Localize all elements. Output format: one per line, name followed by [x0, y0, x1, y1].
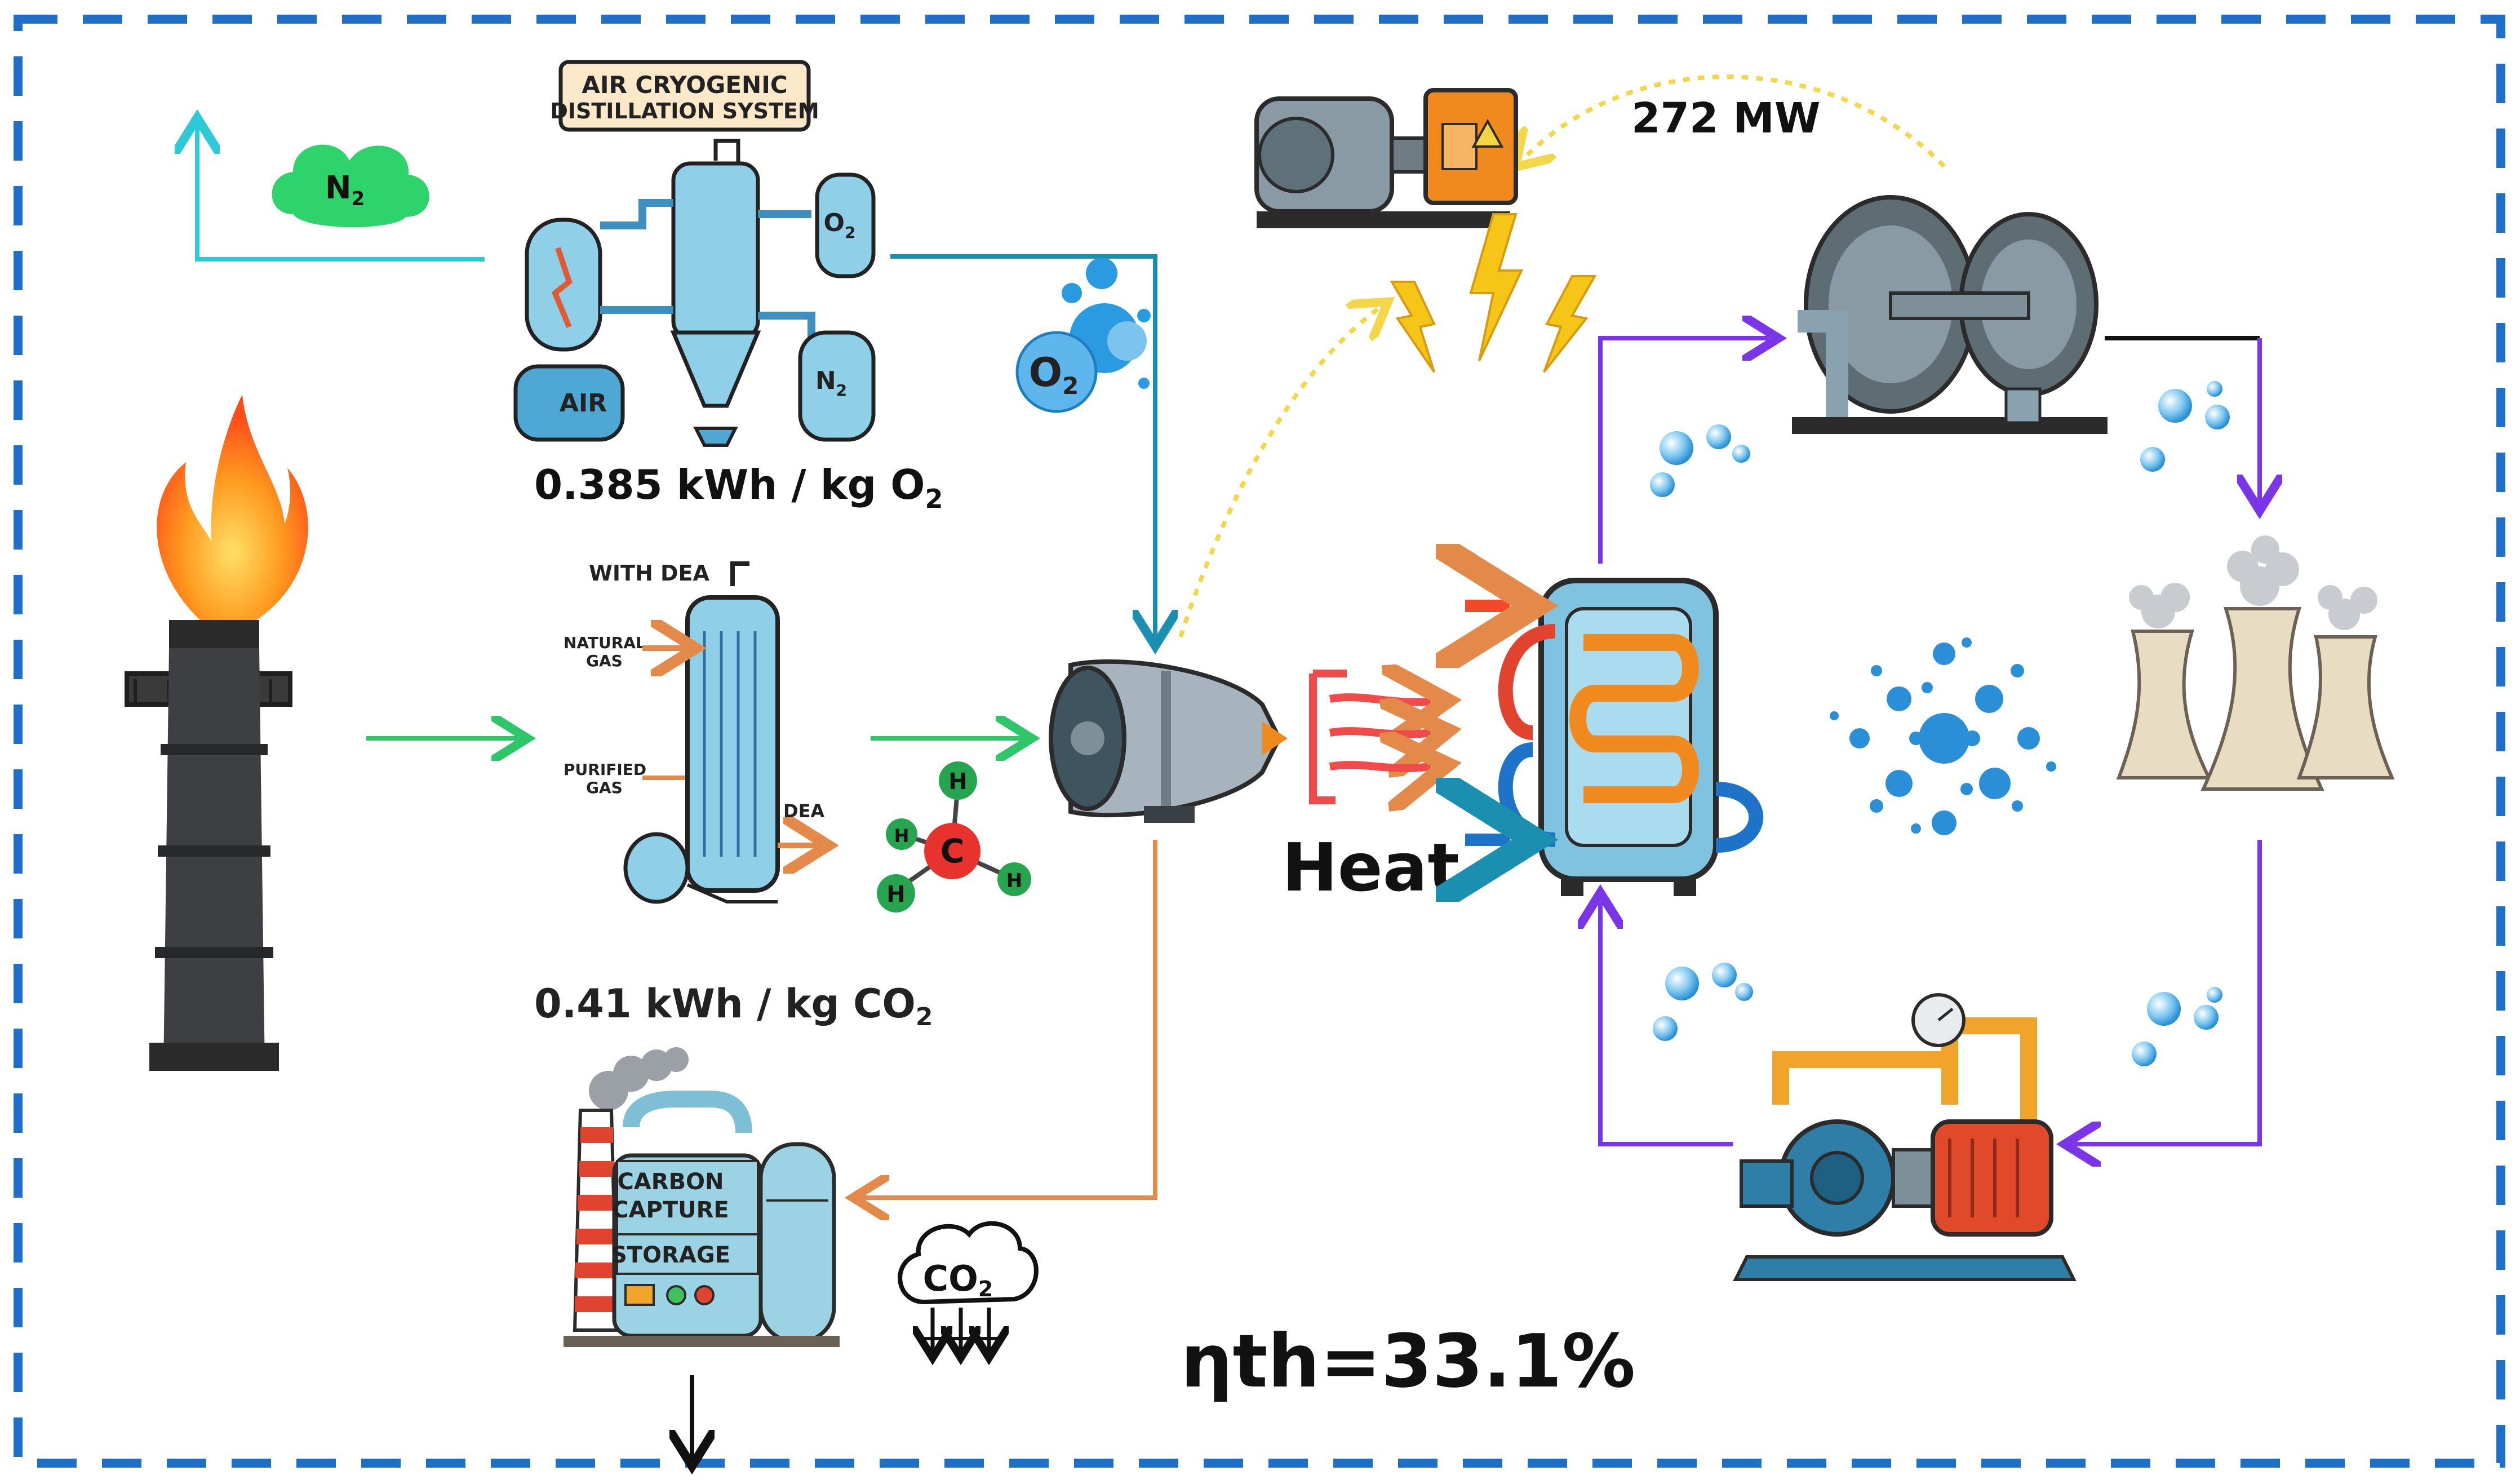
steam-turbine-icon	[1792, 195, 2108, 434]
steam-turbine-power-arrow	[1521, 74, 1946, 166]
condenser-to-pump-arrow	[2074, 840, 2262, 1144]
heat-arrows-icon	[1309, 674, 1431, 800]
methane-c: C	[940, 832, 965, 870]
dea-title: WITH DEA	[589, 561, 710, 586]
heat-label: Heat	[1282, 829, 1459, 906]
n2-cloud-label: N2	[325, 170, 365, 210]
pump-to-hrsg-arrow	[1600, 902, 1733, 1146]
dea-absorber-icon: WITH DEA NATURAL GAS PURIFIED GAS DEA	[564, 561, 824, 904]
steam-particles-icon	[1830, 637, 2056, 835]
heat-exchanger-icon	[1465, 581, 1764, 896]
dea-natural-gas-line1: NATURAL	[564, 634, 646, 652]
o2-bubbles-icon: O2	[1015, 258, 1151, 413]
generator-icon	[1254, 88, 1518, 228]
methane-h-left: H	[894, 825, 909, 847]
air-separation-unit-icon: AIR CRYOGENIC DISTILLATION SYSTEM AIR O2…	[513, 60, 876, 447]
air-system-title-line1: AIR CRYOGENIC	[582, 71, 787, 99]
n2-tank-label: N2	[815, 366, 847, 400]
water-molecule-icon-4	[2132, 987, 2222, 1066]
air-system-title-line2: DISTILLATION SYSTEM	[550, 99, 819, 123]
water-molecule-icon-2	[2140, 381, 2230, 472]
gas-turbine-icon	[1049, 659, 1288, 823]
dea-purified-gas-line2: GAS	[586, 778, 623, 797]
air-unit-label: AIR	[560, 389, 607, 418]
cooling-towers-icon	[2116, 535, 2395, 791]
water-molecule-icon-3	[1653, 963, 1753, 1041]
dea-energy-label: 0.41 kWh / kg CO2	[534, 981, 933, 1031]
o2-tank-label: O2	[824, 209, 856, 242]
co2-icon-text: CO2	[923, 1258, 993, 1301]
dea-out-label: DEA	[783, 800, 824, 822]
gas-turbine-power-arrow	[1178, 307, 1381, 638]
methane-h-right: H	[1006, 870, 1022, 892]
lightning-bolts-icon	[1390, 213, 1597, 373]
methane-h-bottom: H	[886, 881, 905, 907]
o2-bubble-label: O2	[1029, 349, 1079, 400]
dea-purified-gas-line1: PURIFIED	[564, 760, 646, 779]
methane-h-top: H	[948, 769, 967, 795]
n2-release-arrow	[197, 127, 485, 262]
air-separation-energy-label: 0.385 kWh / kg O2	[534, 461, 943, 514]
power-output-label: 272 MW	[1631, 94, 1821, 143]
steam-to-turbine-arrow	[1598, 338, 1769, 564]
methane-molecule-icon: H H H H C	[877, 761, 1031, 912]
ccs-line1: CARBON	[617, 1169, 724, 1195]
o2-supply-arrow	[890, 254, 1155, 637]
carbon-capture-storage-icon: CARBON CAPTURE STORAGE	[564, 1047, 840, 1347]
dea-natural-gas-line2: GAS	[586, 652, 623, 670]
water-molecule-icon-1	[1650, 424, 1750, 497]
ccs-line3: STORAGE	[611, 1242, 730, 1268]
co2-capture-arrow	[862, 840, 1157, 1198]
co2-emission-icon: CO2	[898, 1221, 1039, 1350]
ccs-line2: CAPTURE	[612, 1197, 729, 1223]
flare-stack-icon	[125, 395, 308, 1071]
diagram-border	[14, 15, 2505, 1468]
thermal-efficiency-label: ηth=33.1%	[1181, 1318, 1635, 1404]
feed-pump-icon	[1733, 993, 2077, 1281]
n2-cloud-icon: N2	[272, 144, 429, 228]
